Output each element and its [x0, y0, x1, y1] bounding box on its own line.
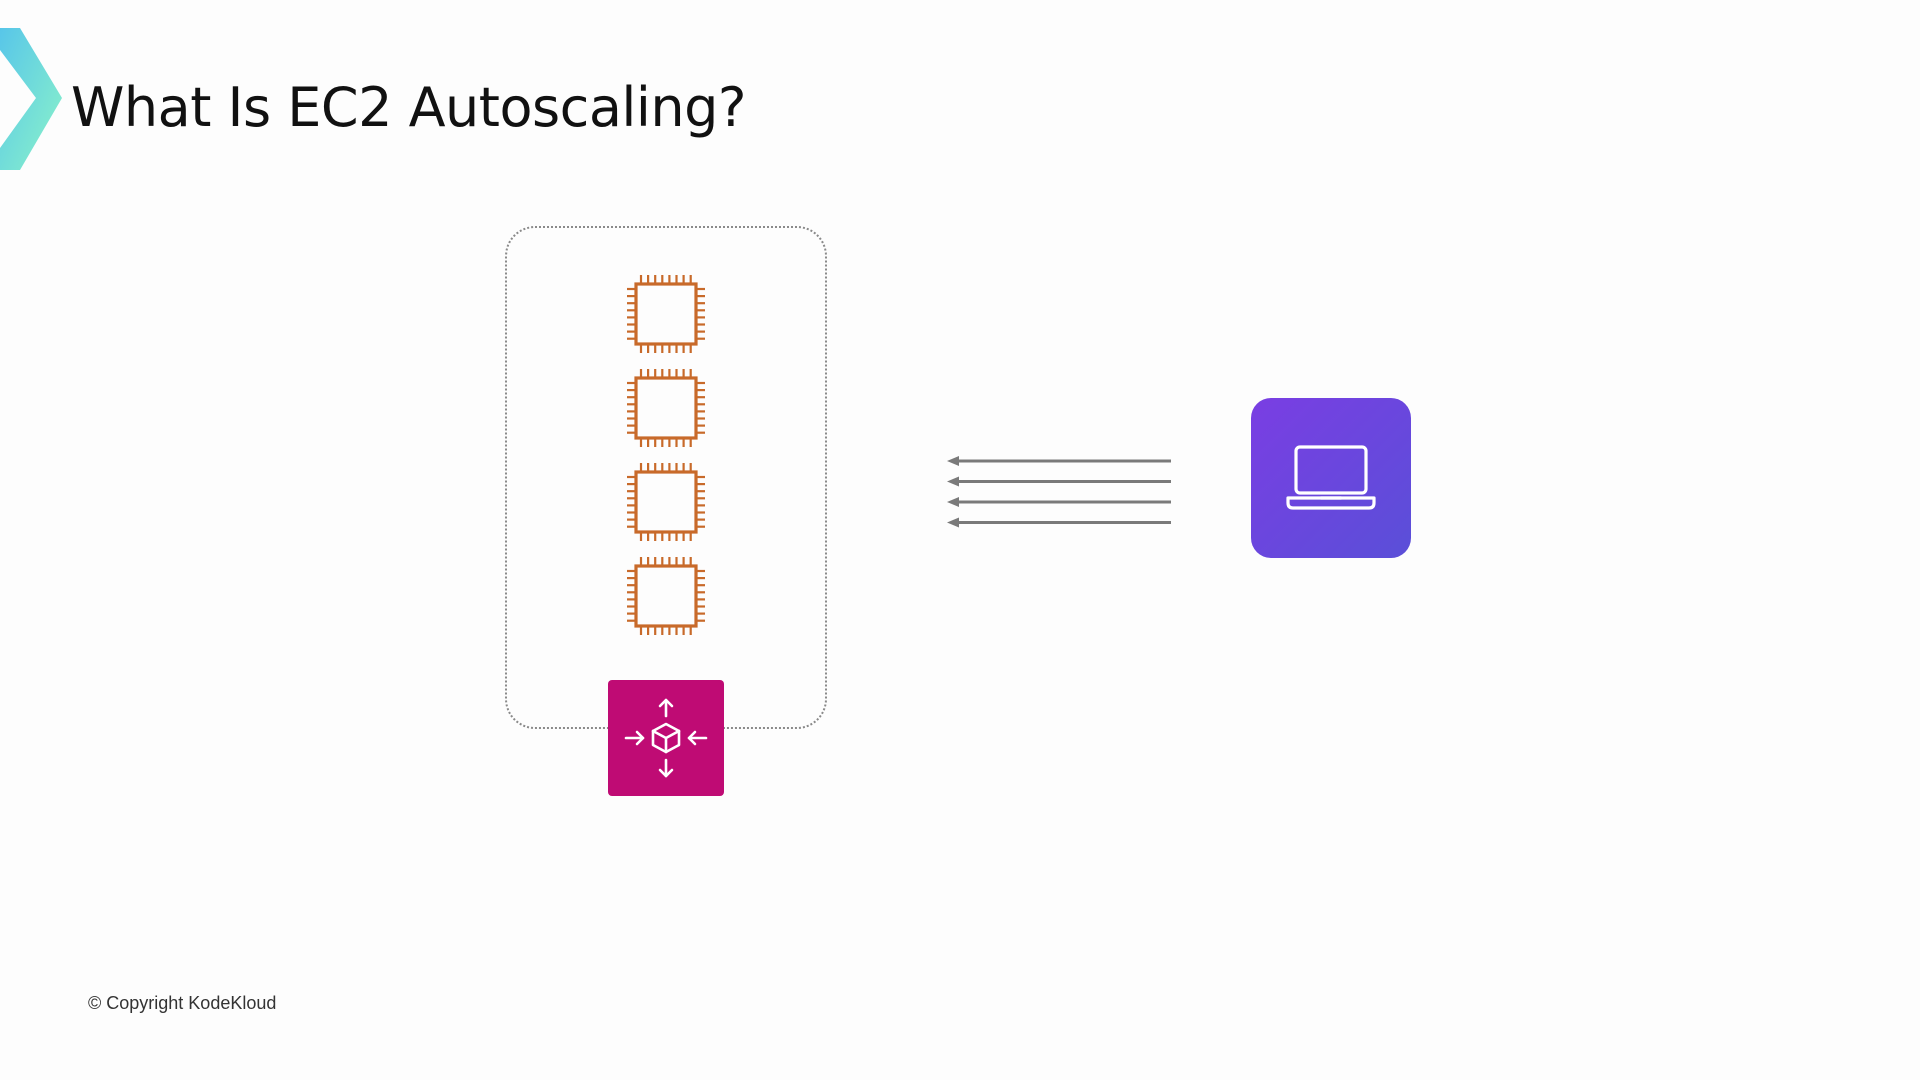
auto-scaling-icon	[608, 680, 724, 796]
kodekloud-logo-icon	[0, 28, 62, 170]
ec2-instance-chip-icon	[627, 369, 705, 447]
slide-title: What Is EC2 Autoscaling?	[71, 76, 747, 139]
arrow-head	[947, 456, 959, 466]
laptop-icon	[1286, 445, 1376, 510]
arrow-head	[947, 497, 959, 507]
arrow-head	[947, 476, 959, 487]
arrow-head	[947, 517, 959, 528]
ec2-instance-chip-icon	[627, 463, 705, 541]
ec2-instance-chip-icon	[627, 557, 705, 635]
client-laptop-tile	[1251, 398, 1411, 558]
ec2-instance-chip-icon	[627, 275, 705, 353]
request-arrows	[947, 456, 1171, 528]
copyright-text: © Copyright KodeKloud	[88, 993, 277, 1013]
